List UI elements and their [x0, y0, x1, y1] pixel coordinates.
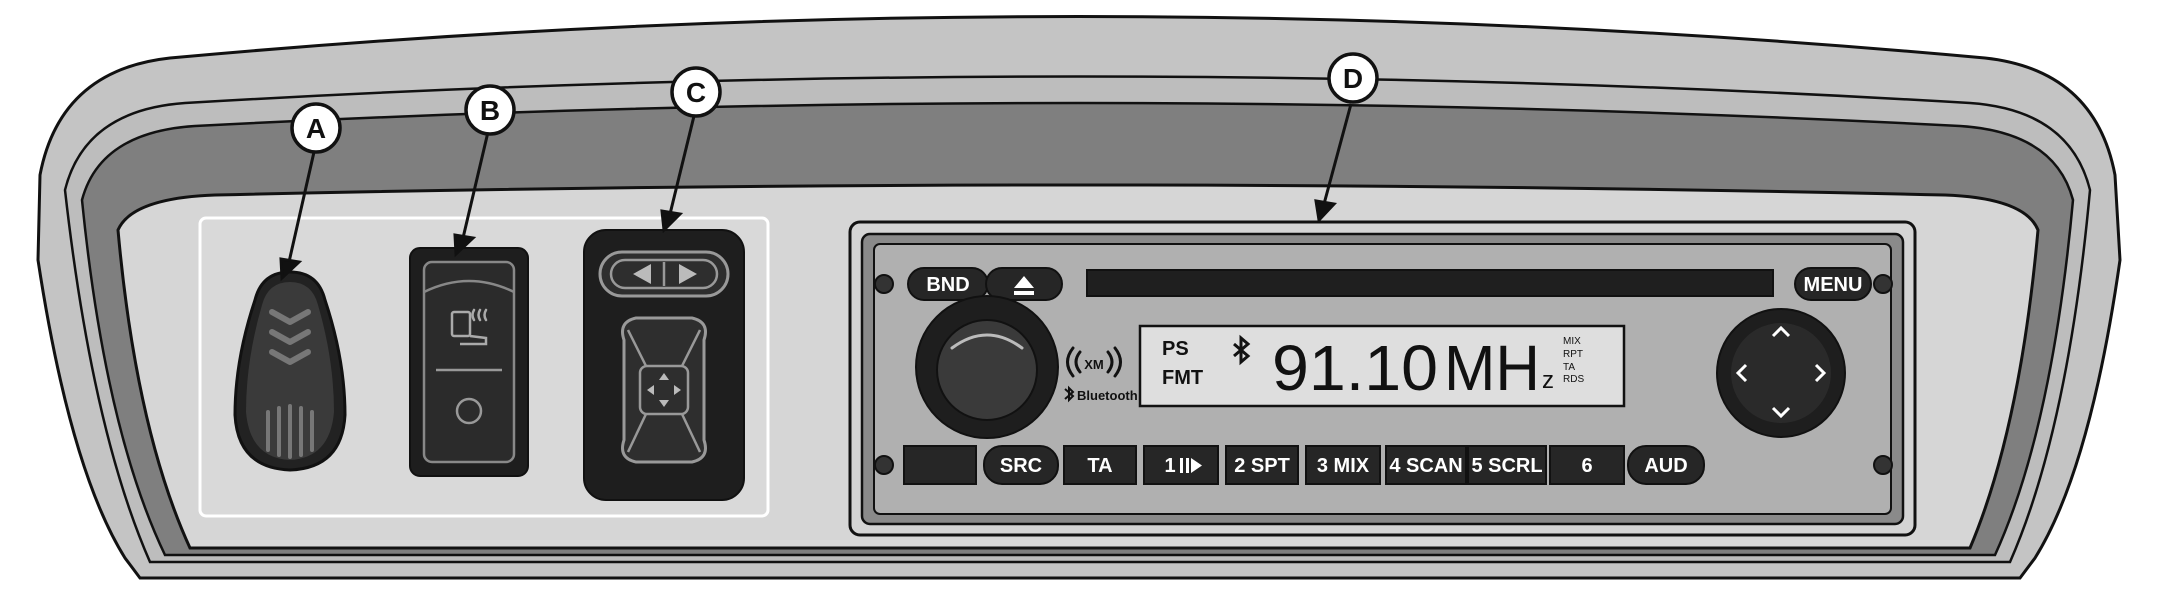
- seat-heat-symbol: [450, 308, 488, 346]
- callout-c: C: [670, 66, 722, 118]
- svg-text:B: B: [480, 95, 500, 126]
- radio-icon: BND MENU XM Bluetooth PS FMT 91.10: [848, 220, 1917, 537]
- cd-slot: [1086, 269, 1774, 297]
- screw: [1873, 274, 1893, 294]
- preset-2-button[interactable]: [1225, 445, 1299, 485]
- preset-6-button[interactable]: [1549, 445, 1625, 485]
- aud-label: AUD: [1644, 455, 1687, 477]
- lcd-rds: RDS: [1563, 374, 1584, 385]
- grip-chevrons: [269, 309, 311, 365]
- eject-icon-bar: [1014, 291, 1034, 295]
- callout-b: B: [464, 84, 516, 136]
- preset-3-button[interactable]: [1305, 445, 1381, 485]
- svg-text:C: C: [686, 77, 706, 108]
- svg-text:A: A: [306, 113, 326, 144]
- bluetooth-logo: Bluetooth: [1064, 385, 1138, 403]
- directional-pad[interactable]: [1716, 308, 1846, 438]
- pad-left-icon[interactable]: [1735, 363, 1748, 383]
- preset-4-button[interactable]: [1385, 445, 1467, 485]
- pad-down-icon[interactable]: [1771, 406, 1791, 419]
- bluetooth-label: Bluetooth: [1077, 388, 1138, 403]
- src-label: SRC: [1000, 455, 1042, 477]
- callout-a: A: [290, 102, 342, 154]
- indicator-light: [455, 397, 483, 425]
- heated-grip-icon[interactable]: [233, 270, 347, 472]
- mirror-select-right-icon[interactable]: [679, 264, 697, 284]
- callout-d: D: [1327, 52, 1379, 104]
- arrow-down-icon[interactable]: [659, 400, 669, 407]
- eject-icon: [1014, 276, 1034, 288]
- bnd-label: BND: [926, 274, 969, 296]
- menu-button[interactable]: [1794, 267, 1872, 301]
- grip-ridges: [266, 404, 314, 459]
- menu-label: MENU: [1804, 274, 1863, 296]
- ta-button[interactable]: [1063, 445, 1137, 485]
- screw: [1873, 455, 1893, 475]
- preset-2-label: 2 SPT: [1234, 455, 1290, 477]
- src-button[interactable]: [983, 445, 1059, 485]
- pad-right-icon[interactable]: [1814, 363, 1827, 383]
- preset-1-label: 1: [1164, 455, 1175, 477]
- svg-text:D: D: [1343, 63, 1363, 94]
- pad-up-icon[interactable]: [1771, 325, 1791, 338]
- heated-seat-icon[interactable]: [409, 247, 529, 477]
- preset-5-label: 5 SCRL: [1471, 455, 1542, 477]
- preset-5-button[interactable]: [1467, 445, 1547, 485]
- lcd-bluetooth-icon: [1233, 334, 1251, 366]
- screw: [874, 455, 894, 475]
- mirror-control-icon[interactable]: [583, 229, 745, 501]
- xm-label: XM: [1084, 357, 1104, 372]
- lcd-unit: MH: [1444, 332, 1540, 404]
- ta-label: TA: [1087, 455, 1112, 477]
- volume-knob[interactable]: [915, 295, 1059, 439]
- preset-6-label: 6: [1581, 455, 1592, 477]
- arrow-left-icon[interactable]: [647, 385, 654, 395]
- preset-3-label: 3 MIX: [1317, 455, 1370, 477]
- arrow-up-icon[interactable]: [659, 373, 669, 380]
- blank-button[interactable]: [903, 445, 977, 485]
- lcd-display: [1138, 324, 1626, 408]
- aud-button[interactable]: [1627, 445, 1705, 485]
- preset-4-label: 4 SCAN: [1389, 455, 1462, 477]
- arrow-right-icon[interactable]: [674, 385, 681, 395]
- lcd-rpt: RPT: [1563, 349, 1583, 360]
- lcd-ps: PS: [1162, 338, 1189, 360]
- callout-leaders: [279, 103, 1353, 282]
- xm-logo: XM: [1066, 346, 1122, 378]
- lcd-mix: MIX: [1563, 336, 1581, 347]
- lcd-ta: TA: [1563, 362, 1575, 373]
- lcd-frequency: 91.10: [1272, 332, 1438, 404]
- lcd-unit-sub: z: [1542, 367, 1554, 394]
- lcd-fmt: FMT: [1162, 367, 1203, 389]
- play-pause-icon: [1180, 458, 1202, 473]
- screw: [874, 274, 894, 294]
- mirror-select-left-icon[interactable]: [633, 264, 651, 284]
